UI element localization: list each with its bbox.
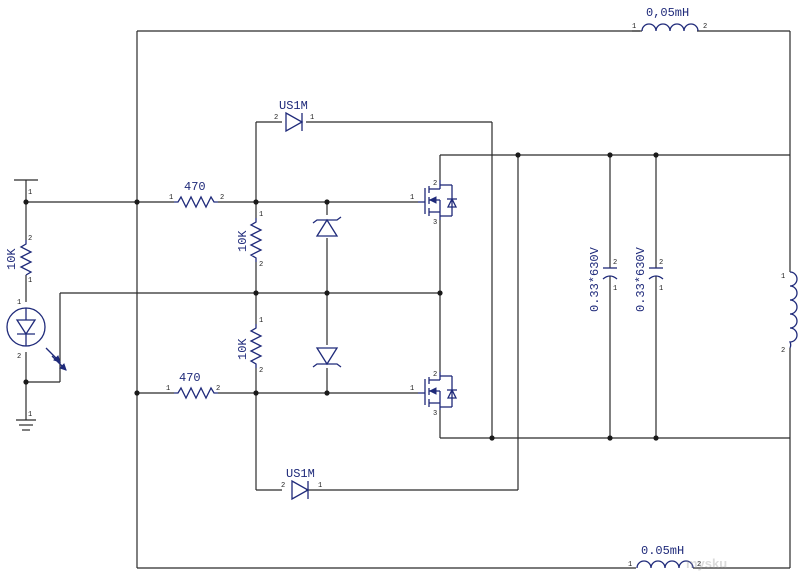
zener-bottom	[312, 347, 342, 368]
capacitor-1-pin-top: 2	[613, 259, 617, 267]
ground-pin: 1	[28, 411, 32, 419]
capacitor-2: 0.33*630V 2 1	[634, 246, 664, 312]
resistor-gs-bottom: 10K 1 2	[236, 317, 263, 375]
resistor-gate-bottom-pin1: 1	[166, 385, 170, 393]
resistor-gate-bottom: 470 1 2	[166, 371, 220, 400]
inductor-bottom-pin2: 2	[697, 561, 701, 569]
led-pin-bottom: 2	[17, 353, 21, 361]
resistor-led-pin-top: 2	[28, 235, 32, 243]
diode-top-pin2: 2	[274, 114, 278, 122]
mosfet-bottom-pin-drain: 2	[433, 371, 437, 379]
resistor-led-value: 10K	[5, 248, 19, 270]
mosfet-top-pin-drain: 2	[433, 180, 437, 188]
diode-bottom-pin1: 1	[318, 482, 322, 490]
diode-top-pin1: 1	[310, 114, 314, 122]
resistor-gate-top-pin2: 2	[220, 194, 224, 202]
resistor-gs-top-value: 10K	[236, 230, 250, 252]
resistor-led-pin-bottom: 1	[28, 277, 32, 285]
mosfet-bottom-pin-source: 3	[433, 410, 437, 418]
diode-bottom-value: US1M	[286, 467, 315, 481]
mosfet-top: 1 2 3	[410, 180, 458, 227]
diode-bottom-pin2: 2	[281, 482, 285, 490]
resistor-gate-top: 470 1 2	[169, 180, 224, 209]
ground-symbol: 1	[16, 411, 36, 431]
resistor-gs-bottom-pin1: 1	[259, 317, 263, 325]
mosfet-bottom-pin-gate: 1	[410, 385, 414, 393]
capacitor-1-pin-bottom: 1	[613, 285, 617, 293]
resistor-gate-top-pin1: 1	[169, 194, 173, 202]
capacitor-2-pin-top: 2	[659, 259, 663, 267]
mosfet-bottom: 1 2 3	[410, 371, 458, 418]
inductor-top-value: 0,05mH	[646, 6, 689, 20]
inductor-top-pin1: 1	[632, 23, 636, 31]
diode-bottom: US1M 2 1	[281, 467, 322, 501]
watermark-text: mysku	[686, 556, 727, 571]
led: 1 2	[6, 299, 67, 371]
capacitor-1-value: 0.33*630V	[588, 246, 602, 312]
led-pin-top: 1	[17, 299, 21, 307]
inductor-top: 0,05mH 1 2	[632, 6, 707, 32]
mosfet-top-pin-source: 3	[433, 219, 437, 227]
resistor-gs-bottom-value: 10K	[236, 338, 250, 360]
capacitor-2-value: 0.33*630V	[634, 246, 648, 312]
diode-top: US1M 2 1	[274, 99, 314, 133]
resistor-gs-bottom-pin2: 2	[259, 367, 263, 375]
resistor-gs-top-pin2: 2	[259, 261, 263, 269]
inductor-right-pin1: 1	[781, 273, 785, 281]
resistor-gate-bottom-value: 470	[179, 371, 201, 385]
inductor-right-pin2: 2	[781, 347, 785, 355]
supply-pin: 1	[28, 189, 32, 197]
resistor-gate-top-value: 470	[184, 180, 206, 194]
inductor-top-pin2: 2	[703, 23, 707, 31]
inductor-bottom-pin1: 1	[628, 561, 632, 569]
supply-symbol: 1	[14, 179, 38, 197]
inductor-bottom: 0.05mH 1 2	[628, 544, 701, 569]
inductor-right: 1 2	[781, 271, 798, 355]
inductor-bottom-value: 0.05mH	[641, 544, 684, 558]
resistor-gs-top-pin1: 1	[259, 211, 263, 219]
mosfet-top-pin-gate: 1	[410, 194, 414, 202]
diode-top-value: US1M	[279, 99, 308, 113]
capacitor-2-pin-bottom: 1	[659, 285, 663, 293]
watermark: mysku	[686, 556, 727, 571]
junction-dots	[23, 152, 659, 441]
capacitor-1: 0.33*630V 2 1	[588, 246, 618, 312]
wires	[25, 30, 791, 569]
zener-top	[312, 216, 342, 237]
resistor-gs-top: 10K 1 2	[236, 211, 263, 269]
resistor-gate-bottom-pin2: 2	[216, 385, 220, 393]
resistor-led: 10K 2 1	[5, 235, 33, 285]
